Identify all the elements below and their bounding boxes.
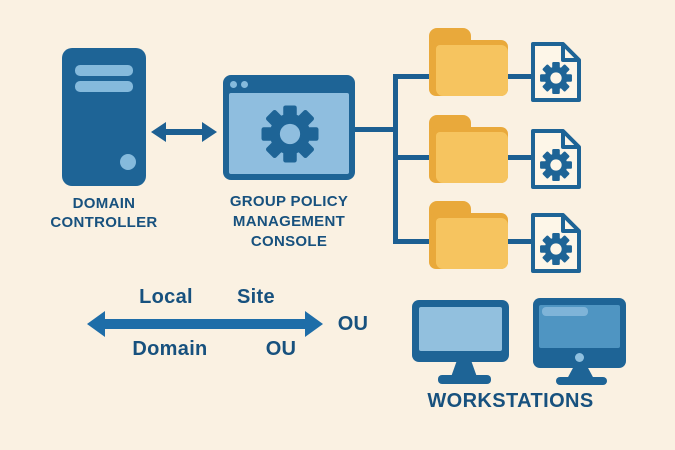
double-headed-arrow-icon	[164, 129, 204, 135]
gear-icon	[261, 105, 319, 163]
server-drive-bar-icon	[75, 65, 133, 76]
gpo-document-gear-icon	[531, 129, 581, 189]
monitor-screen	[419, 307, 502, 351]
scope-axis-arrow-icon	[103, 319, 307, 329]
monitor-icon	[412, 300, 509, 362]
scope-arrowhead-right-icon	[305, 311, 323, 337]
monitor-power-button-icon	[575, 353, 584, 362]
scope-label-site: Site	[237, 286, 275, 308]
scope-label-domain: Domain	[132, 338, 208, 360]
scope-label-local: Local	[139, 286, 193, 308]
arrowhead-left-icon	[151, 122, 166, 142]
arrowhead-right-icon	[202, 122, 217, 142]
server-drive-bar-icon	[75, 81, 133, 92]
monitor-icon	[533, 298, 626, 368]
gpo-document-gear-icon	[531, 213, 581, 273]
monitor-base	[556, 377, 607, 385]
window-dot-icon	[230, 81, 237, 88]
folder-icon	[429, 115, 508, 183]
monitor-base	[438, 375, 491, 384]
workstations-label: WORKSTATIONS	[427, 390, 594, 412]
gpmc-label: GROUP POLICY MANAGEMENT CONSOLE	[215, 192, 363, 252]
gpo-document-gear-icon	[531, 42, 581, 102]
scope-arrowhead-left-icon	[87, 311, 105, 337]
connector-gpmc-to-tree	[354, 127, 398, 132]
domain-controller-label: DOMAIN CONTROLLER	[30, 194, 178, 232]
gpmc-label-line1: GROUP POLICY	[229, 193, 349, 210]
folder-icon	[429, 201, 508, 269]
domain-controller-label-line1: DOMAIN	[72, 195, 136, 212]
domain-controller-label-line2: CONTROLLER	[50, 214, 158, 231]
monitor-stand	[567, 368, 594, 379]
gpmc-label-line2: MANAGEMENT	[232, 213, 346, 230]
monitor-screen-glare	[542, 307, 588, 316]
server-tower-icon	[62, 48, 146, 186]
monitor-stand	[451, 361, 477, 377]
gpmc-label-line3: CONSOLE	[250, 233, 328, 250]
window-dot-icon	[241, 81, 248, 88]
folder-icon	[429, 28, 508, 96]
scope-label-ou-bottom: OU	[265, 338, 297, 360]
scope-label-ou-right: OU	[337, 313, 369, 335]
server-power-light-icon	[120, 154, 136, 170]
